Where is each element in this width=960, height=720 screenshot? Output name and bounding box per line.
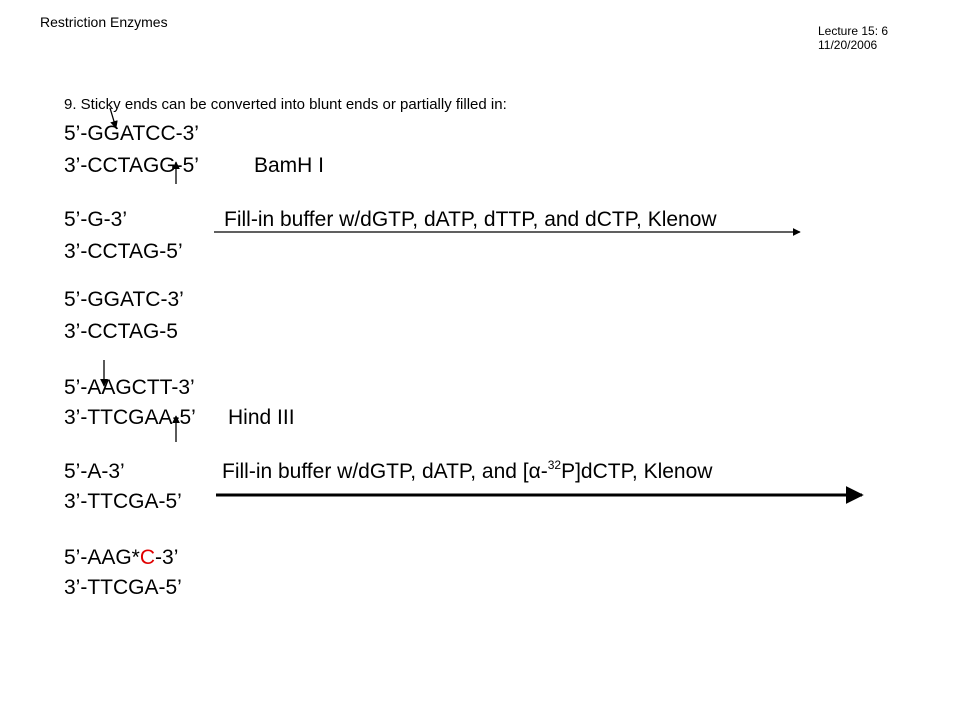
bamh-cut-top-strand: 5’-G-3’ [64,208,128,231]
hind-product-top-pre: 5’-AAG* [64,546,140,569]
hind-reaction-label: Fill-in buffer w/dGTP, dATP, and [α-32P]… [222,458,713,484]
hind-bottom-strand: 3’-TTCGAA-5’ [64,406,196,429]
hind-cut-bottom-strand: 3’-TTCGA-5’ [64,490,182,513]
hind-reaction-pre: Fill-in buffer w/dGTP, dATP, and [α- [222,460,548,483]
bamh-reaction-label: Fill-in buffer w/dGTP, dATP, dTTP, and d… [224,208,717,231]
bamh-bottom-strand: 3’-CCTAGG-5’ [64,154,199,177]
hind-reaction-isotope-mass: 32 [547,458,562,472]
bamh-cut-bottom-strand: 3’-CCTAG-5’ [64,240,183,263]
hind-reaction-post: P]dCTP, Klenow [561,460,713,483]
hind-product-top-strand: 5’-AAG*C-3’ [64,546,178,570]
bamh-top-strand: 5’-GGATCC-3’ [64,122,199,145]
lecture-number: Lecture 15: 6 [818,24,889,38]
bamh-product-top-strand: 5’-GGATC-3’ [64,288,184,311]
hind-product-top-post: -3’ [155,546,179,569]
hind-product-bottom-strand: 3’-TTCGA-5’ [64,576,182,599]
hind-enzyme-label: Hind III [228,406,295,429]
hind-labeled-nucleotide: C [139,546,156,569]
intro-text: 9. Sticky ends can be converted into blu… [64,96,507,113]
bamh-top-cut-arrow [109,107,118,129]
bamh-product-bottom-strand: 3’-CCTAG-5 [64,320,178,343]
slide-title: Restriction Enzymes [40,14,168,30]
hind-top-strand: 5’-AAGCTT-3’ [64,376,195,399]
bamh-enzyme-label: BamH I [254,154,325,177]
hind-cut-top-strand: 5’-A-3’ [64,460,125,483]
lecture-date: 11/20/2006 [818,38,878,52]
